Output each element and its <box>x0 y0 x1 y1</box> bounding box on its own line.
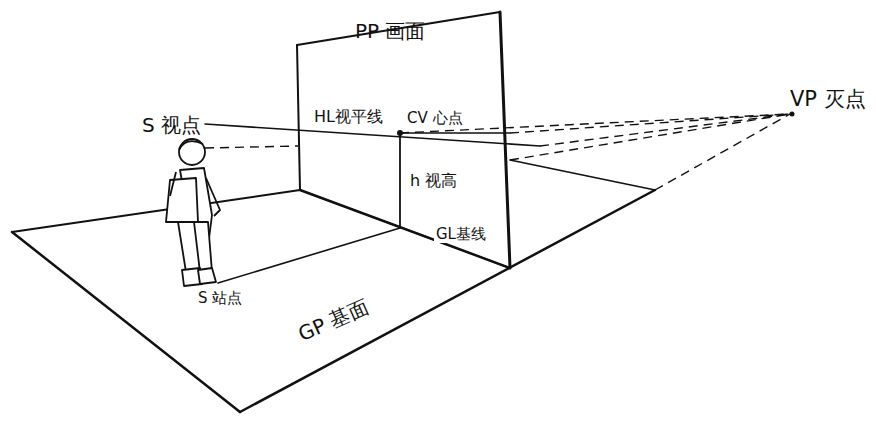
plane-shape <box>297 12 510 268</box>
pp-right <box>500 12 510 268</box>
horizon-line <box>205 124 540 146</box>
term-label: HL视平线 <box>312 108 385 126</box>
term-label: S 视点 <box>140 114 203 136</box>
sight-lines <box>205 114 790 190</box>
person-figure <box>166 139 220 286</box>
plane-label: GP 基面 <box>295 295 371 345</box>
sight-line <box>510 114 790 133</box>
ground-line-under <box>300 190 510 268</box>
person-boot <box>198 268 216 284</box>
view-height-line <box>399 133 401 228</box>
term-label: S 站点 <box>196 290 244 307</box>
perspective-lines <box>12 12 655 412</box>
ground-right-edge <box>510 160 655 190</box>
person-hair <box>179 141 203 150</box>
term-label: h 视高 <box>408 172 459 190</box>
term-label: CV 心点 <box>405 110 465 127</box>
term-label: GL基线 <box>434 226 488 243</box>
vanishing-point-dot <box>790 112 795 117</box>
person-backpack <box>166 178 198 222</box>
station-line <box>218 228 400 283</box>
center-point-dot <box>397 130 403 136</box>
term-label: VP 灭点 <box>788 88 868 111</box>
ground-front-edge <box>240 190 655 412</box>
sight-line <box>205 146 298 148</box>
pp-top <box>297 12 500 45</box>
ground-back-edge <box>12 190 300 232</box>
sight-line <box>540 114 790 146</box>
person-arm <box>206 178 220 216</box>
person-leg <box>194 222 212 272</box>
ground-plane: GP 基面 <box>10 230 310 415</box>
plane-label: PP 画面 <box>355 20 425 42</box>
pp-left <box>297 45 300 190</box>
person-head <box>179 139 205 165</box>
person-strap <box>170 172 176 196</box>
pp-bottom <box>300 190 510 268</box>
sight-line <box>655 114 790 190</box>
